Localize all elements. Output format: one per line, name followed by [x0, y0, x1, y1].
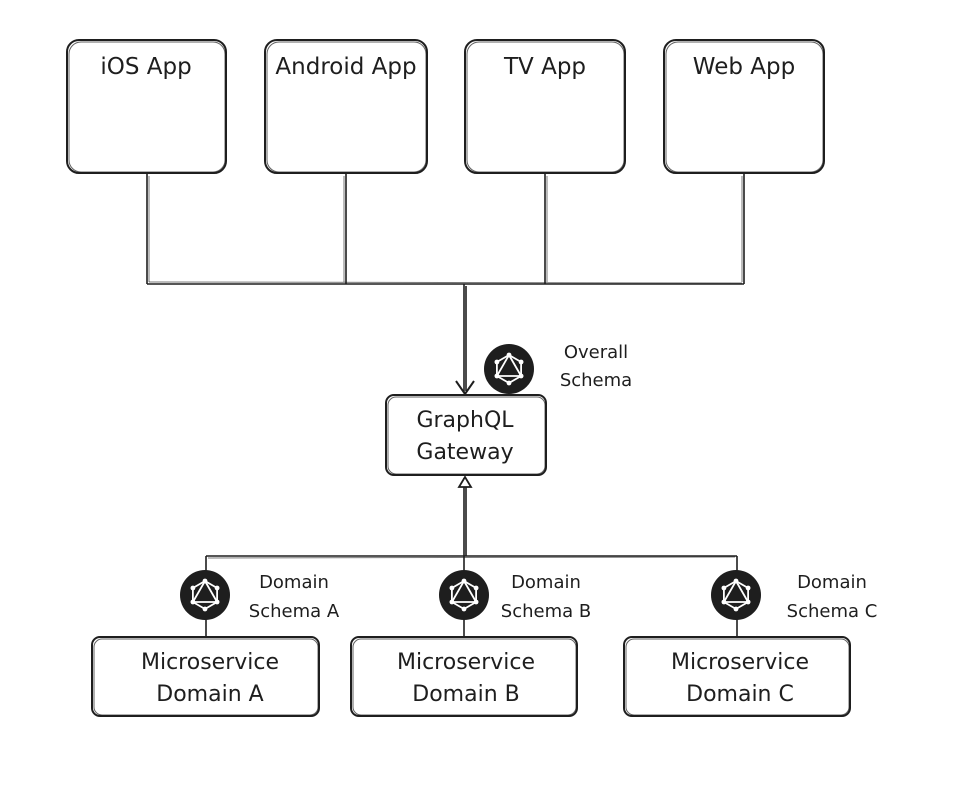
microservice-a-line2: Domain A — [156, 682, 263, 707]
domain-b-graphql-icon — [438, 569, 490, 621]
microservice-b-line1: Microservice — [397, 650, 535, 675]
microservice-box-b: Microservice Domain B — [350, 636, 578, 717]
gateway-label-line2: Gateway — [416, 440, 513, 465]
overall-schema-line2: Schema — [560, 370, 632, 391]
microservice-c-line1: Microservice — [671, 650, 809, 675]
domain-c-schema-line1: Domain — [797, 572, 867, 593]
client-label-tv: TV App — [503, 54, 586, 80]
gateway-label-line1: GraphQL — [416, 408, 514, 433]
domain-b-schema-line2: Schema B — [501, 601, 591, 622]
overall-schema-line1: Overall — [564, 342, 628, 363]
gateway-arrowhead — [455, 380, 475, 396]
microservice-box-a: Microservice Domain A — [91, 636, 320, 717]
domain-a-schema-line2: Schema A — [249, 601, 340, 622]
client-connectors — [146, 174, 745, 393]
domain-c-schema-line2: Schema C — [787, 601, 878, 622]
client-box-tv: TV App — [464, 39, 626, 174]
client-box-ios: iOS App — [66, 39, 227, 174]
client-box-android: Android App — [264, 39, 428, 174]
client-box-web: Web App — [663, 39, 825, 174]
domain-a-graphql-icon — [179, 569, 231, 621]
client-label-android: Android App — [275, 54, 416, 80]
gateway-box: GraphQL Gateway — [385, 394, 547, 476]
domain-b-schema-line1: Domain — [511, 572, 581, 593]
domain-a-schema-line1: Domain — [259, 572, 329, 593]
microservice-c-line2: Domain C — [686, 682, 794, 707]
client-label-web: Web App — [693, 54, 795, 80]
microservice-b-line2: Domain B — [412, 682, 519, 707]
overall-schema-graphql-icon — [483, 343, 535, 395]
client-label-ios: iOS App — [100, 54, 191, 80]
domain-c-graphql-icon — [710, 569, 762, 621]
microservice-box-c: Microservice Domain C — [623, 636, 851, 717]
microservice-a-line1: Microservice — [141, 650, 279, 675]
gateway-upward-arrowhead — [457, 475, 473, 488]
